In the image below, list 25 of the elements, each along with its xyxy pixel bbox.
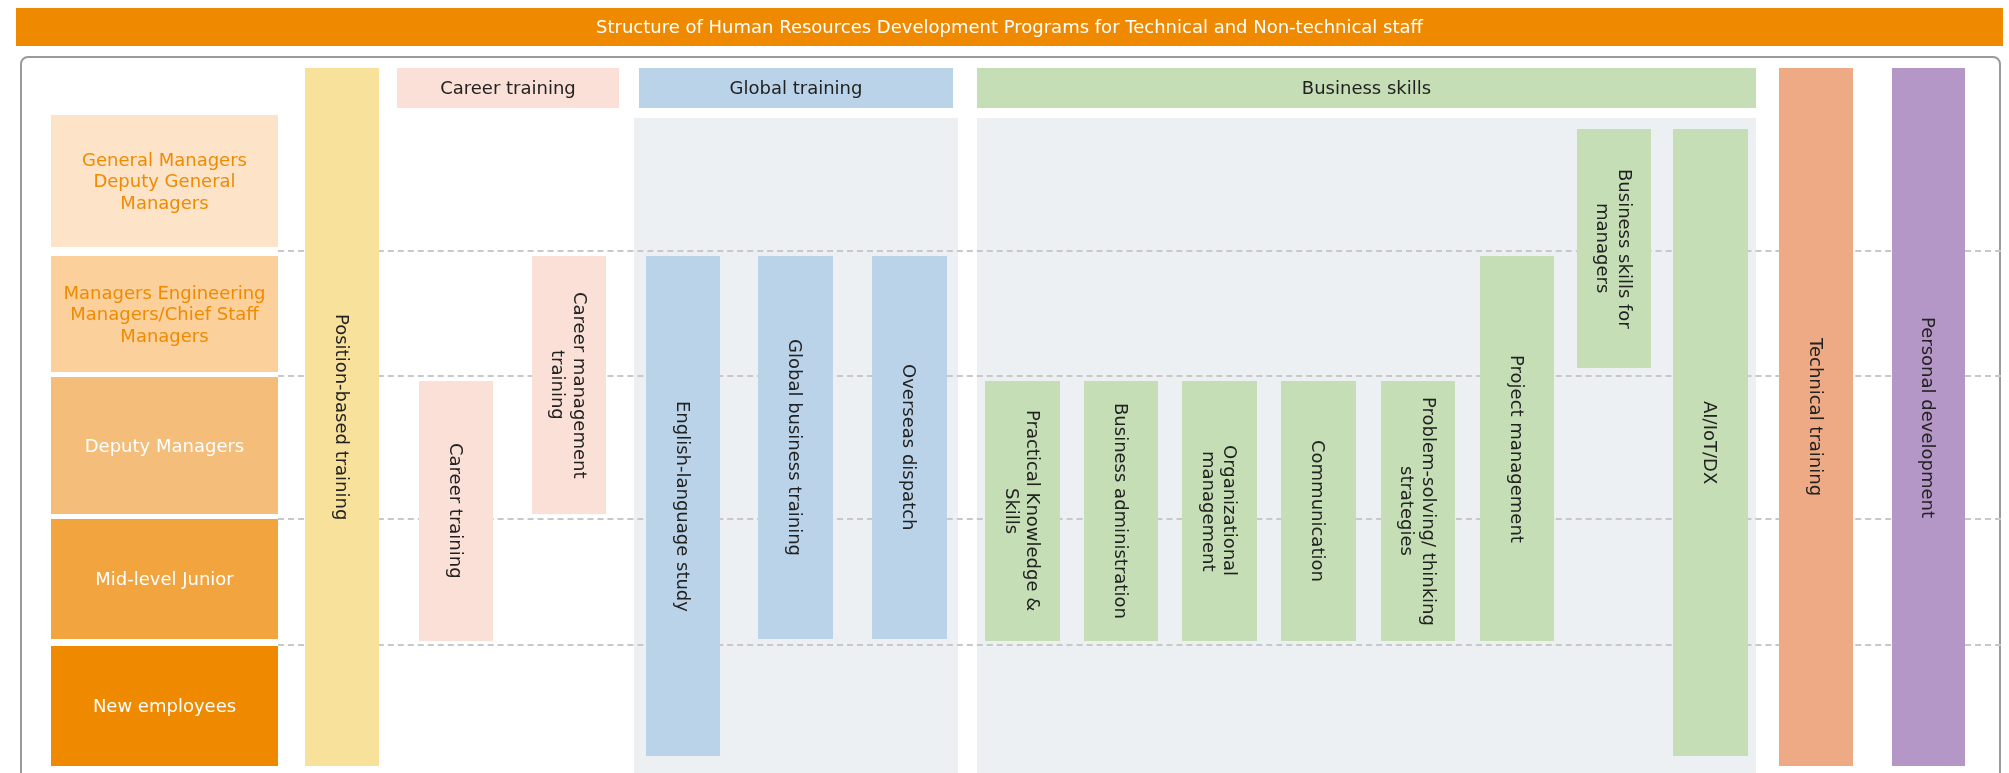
category-header: Career training	[397, 68, 619, 108]
program-bar: Organizational management	[1182, 381, 1257, 641]
program-bar: Practical Knowledge & Skills	[985, 381, 1060, 641]
program-bar: Problem-solving/ thinking strategies	[1381, 381, 1455, 641]
program-bar: Project management	[1480, 256, 1554, 641]
title-bar: Structure of Human Resources Development Programs for Technical and Non-technical staff	[16, 8, 2003, 46]
row-label: General Managers Deputy General Managers	[51, 115, 278, 247]
category-header: Global training	[639, 68, 953, 108]
program-bar: Personal development	[1892, 68, 1965, 766]
program-bar: Overseas dispatch	[872, 256, 947, 639]
row-label: Deputy Managers	[51, 377, 278, 514]
row-label: New employees	[51, 646, 278, 766]
program-bar: Technical training	[1779, 68, 1853, 766]
program-bar: Position-based training	[305, 68, 379, 766]
program-bar: Business skills for managers	[1577, 129, 1651, 368]
program-bar: AI/IoT/DX	[1673, 129, 1748, 756]
program-bar: Communication	[1281, 381, 1356, 641]
program-bar: Business administration	[1084, 381, 1158, 641]
category-header: Business skills	[977, 68, 1756, 108]
program-bar: Global business training	[758, 256, 833, 639]
row-label: Mid-level Junior	[51, 519, 278, 639]
program-bar: Career management training	[532, 256, 606, 514]
row-label: Managers Engineering Managers/Chief Staff Managers	[51, 256, 278, 372]
program-bar: English-language study	[646, 256, 720, 756]
program-bar: Career training	[419, 381, 493, 641]
